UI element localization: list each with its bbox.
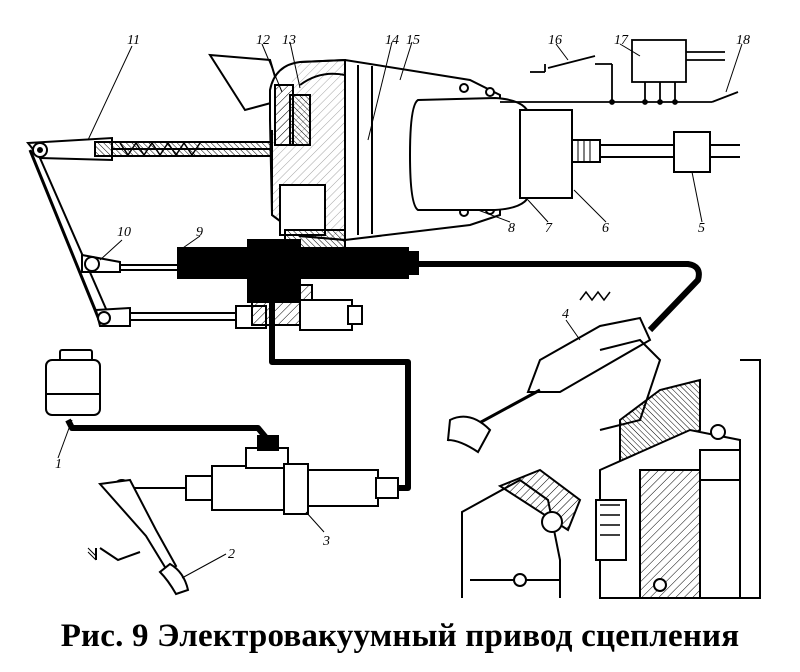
- callout-11: 11: [127, 33, 140, 48]
- callout-15: 15: [406, 33, 420, 48]
- electric-circuit: [500, 39, 739, 105]
- callout-3: 3: [322, 534, 330, 549]
- clutch-drive-drawing: 1 2 3 4 5 6 7 8 9 10 11 12 13 14 15 16 1…: [26, 33, 761, 599]
- figure-caption: Рис. 9 Электровакуумный привод сцепления: [60, 618, 740, 654]
- callout-18: 18: [736, 33, 750, 48]
- clutch-pedal: [87, 478, 190, 596]
- clutch-cylinder: [177, 239, 419, 331]
- fluid-reservoir: [45, 349, 101, 416]
- leader-lines: [57, 41, 743, 579]
- callout-7: 7: [545, 221, 553, 236]
- control-valve: [408, 96, 740, 211]
- master-cylinder: [128, 435, 399, 515]
- clutch-housing: [446, 290, 761, 599]
- callout-12: 12: [256, 33, 270, 48]
- callout-9: 9: [196, 225, 203, 240]
- lever-system: [26, 136, 267, 329]
- callout-1: 1: [55, 457, 62, 472]
- callout-6: 6: [602, 221, 609, 236]
- callout-10: 10: [117, 225, 131, 240]
- callout-4: 4: [562, 307, 569, 322]
- callout-13: 13: [282, 33, 296, 48]
- callout-labels: 1 2 3 4 5 6 7 8 9 10 11 12 13 14 15 16 1…: [55, 33, 750, 562]
- callout-2: 2: [228, 547, 235, 562]
- callout-14: 14: [385, 33, 399, 48]
- callout-5: 5: [698, 221, 705, 236]
- callout-16: 16: [548, 33, 562, 48]
- callout-8: 8: [508, 221, 515, 236]
- callout-17: 17: [614, 33, 629, 48]
- hydraulic-lines: [65, 261, 702, 491]
